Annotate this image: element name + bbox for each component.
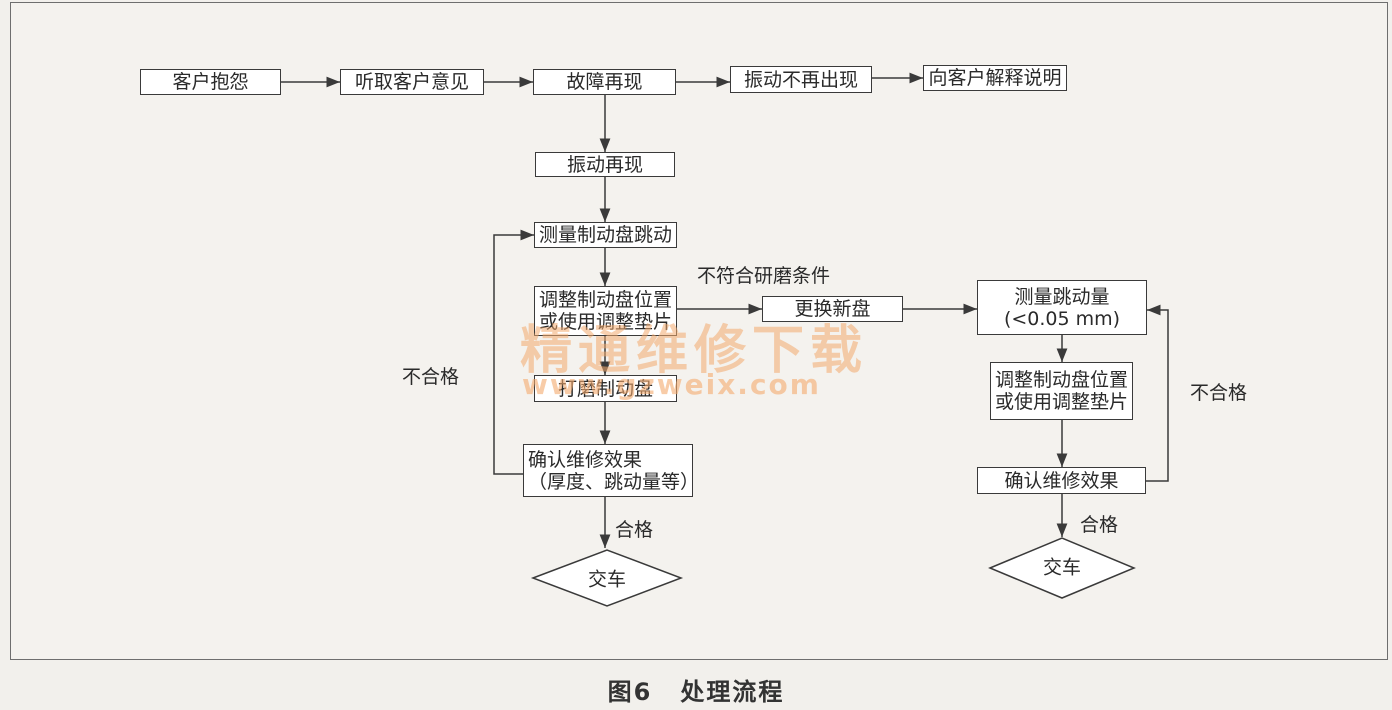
node-measure-runout-right: 测量跳动量 (<0.05 mm) xyxy=(977,280,1147,335)
node-label-line-1: 调整制动盘位置 xyxy=(994,369,1128,391)
node-label: 振动再现 xyxy=(566,153,643,176)
node-confirm-left: 确认维修效果 （厚度、跳动量等） xyxy=(523,444,699,497)
watermark-url: www.gzweix.com xyxy=(522,368,821,401)
node-replace-disc: 更换新盘 xyxy=(762,296,903,322)
node-label: 听取客户意见 xyxy=(354,71,469,93)
node-label: 客户抱怨 xyxy=(172,71,249,93)
node-adjust-disc-right: 调整制动盘位置 或使用调整垫片 xyxy=(990,362,1133,420)
label-not-qualified-left: 不合格 xyxy=(402,366,460,388)
diagram-frame xyxy=(10,2,1388,660)
node-label-line-1: 确认维修效果 xyxy=(528,448,643,471)
edge-left-not-qualified-loop xyxy=(493,229,534,475)
node-deliver-left: 交车 xyxy=(587,568,627,591)
label-not-qualified-right: 不合格 xyxy=(1190,382,1248,404)
node-deliver-right: 交车 xyxy=(1042,556,1082,579)
node-label-line-2: 或使用调整垫片 xyxy=(994,391,1128,413)
watermark-text: 精通维修下载 xyxy=(520,321,869,381)
node-adjust-disc-left: 调整制动盘位置 或使用调整垫片 xyxy=(534,286,677,336)
node-fault-reproduce: 故障再现 xyxy=(533,69,676,95)
diamond-deliver-left xyxy=(530,549,684,607)
figure-title: 处理流程 xyxy=(680,678,785,706)
node-listen-customer: 听取客户意见 xyxy=(340,69,484,95)
node-label-line-1: 测量跳动量 xyxy=(1014,285,1110,308)
node-explain-customer: 向客户解释说明 xyxy=(923,65,1067,91)
node-no-vibration: 振动不再出现 xyxy=(730,66,872,93)
node-label-line-1: 调整制动盘位置 xyxy=(538,289,672,311)
node-label: 确认维修效果 xyxy=(1004,469,1119,492)
node-label-line-2: 或使用调整垫片 xyxy=(538,311,672,333)
node-label-line-2: （厚度、跳动量等） xyxy=(528,470,700,493)
node-customer-complaint: 客户抱怨 xyxy=(140,69,281,95)
node-label: 更换新盘 xyxy=(794,298,871,320)
figure-number: 图6 xyxy=(607,678,653,706)
label-qualified-right: 合格 xyxy=(1080,514,1119,536)
figure-caption: 图6 处理流程 xyxy=(0,672,1392,707)
diamond-deliver-right xyxy=(988,537,1136,599)
node-measure-disc-runout: 测量制动盘跳动 xyxy=(534,222,677,248)
node-confirm-right: 确认维修效果 xyxy=(977,467,1146,494)
label-not-meet-grinding: 不符合研磨条件 xyxy=(697,265,831,287)
edge-right-not-qualified-loop xyxy=(1146,304,1169,482)
node-label: 振动不再出现 xyxy=(743,68,858,91)
node-label: 故障再现 xyxy=(566,71,643,93)
node-label: 向客户解释说明 xyxy=(928,67,1062,89)
node-vibration-reproduce: 振动再现 xyxy=(535,152,675,177)
node-label: 打磨制动盘 xyxy=(557,377,653,400)
node-label: 测量制动盘跳动 xyxy=(538,224,672,246)
node-label-line-2: (<0.05 mm) xyxy=(1003,307,1121,330)
label-qualified-left: 合格 xyxy=(615,519,654,541)
node-grind-disc: 打磨制动盘 xyxy=(534,375,677,402)
